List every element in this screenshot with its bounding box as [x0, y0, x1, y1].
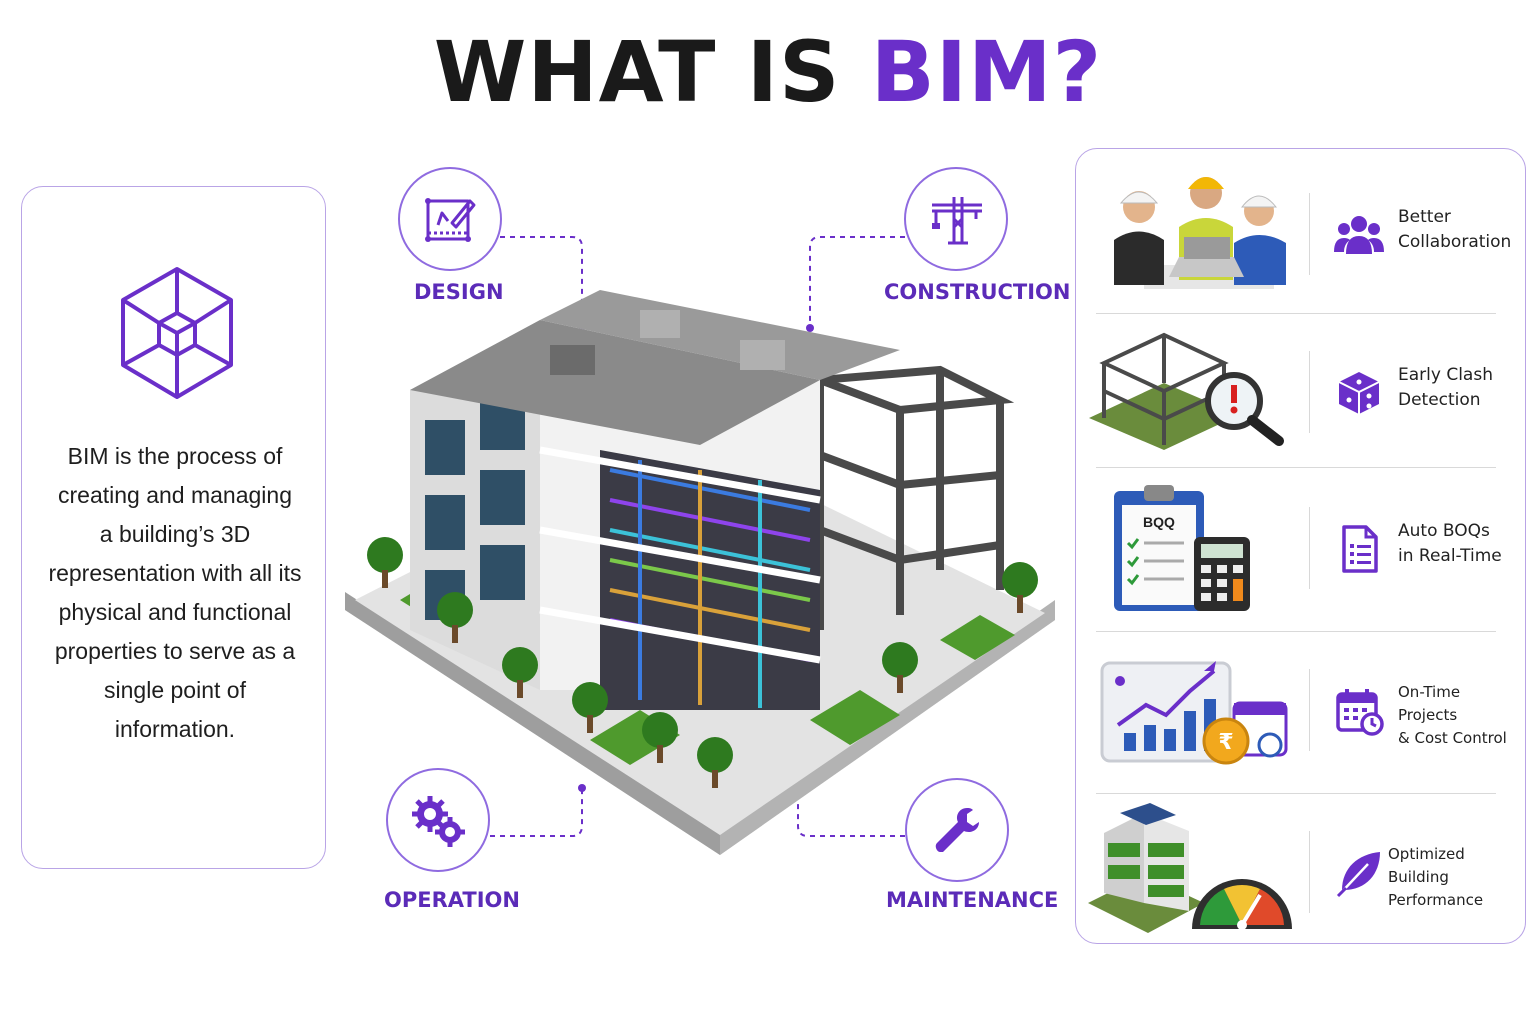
stage-label-maintenance: MAINTENANCE	[886, 888, 1059, 912]
boq-clipboard-illustration: BQQ	[1114, 485, 1250, 611]
wrench-icon	[935, 808, 979, 852]
definition-line: information.	[114, 716, 236, 742]
benefit-item: BQQ	[1076, 469, 1527, 627]
clash-detection-illustration	[1089, 332, 1284, 450]
title-prefix: WHAT IS	[433, 23, 871, 121]
stage-label-design: DESIGN	[414, 280, 504, 304]
benefit-item: Optimized Building Performance	[1076, 793, 1527, 951]
title-accent: BIM?	[870, 23, 1103, 121]
design-circle	[398, 167, 502, 271]
definition-line: BIM is the process of	[67, 443, 283, 469]
benefit-divider	[1309, 669, 1310, 751]
growth-chart-illustration: ₹	[1100, 661, 1288, 765]
benefit-divider	[1309, 507, 1310, 589]
bim-cube-icon	[121, 267, 233, 399]
benefit-line: Auto BOQs	[1398, 521, 1490, 541]
definition-card: BIM is the process of creating and manag…	[21, 186, 326, 869]
page-title: WHAT IS BIM?	[0, 30, 1536, 114]
benefit-divider	[1309, 193, 1310, 275]
benefit-line: Better	[1398, 207, 1451, 227]
benefit-item: Better Collaboration	[1076, 155, 1527, 313]
benefit-text: Auto BOQs in Real-Time	[1398, 519, 1523, 569]
definition-line: single point of	[104, 677, 246, 703]
team-icon	[1334, 216, 1384, 254]
leaf-icon	[1336, 852, 1380, 898]
stage-label-construction: CONSTRUCTION	[884, 280, 1071, 304]
benefit-item: ₹ On-Time Projects & Cost Control	[1076, 631, 1527, 789]
benefit-item: Early Clash Detection	[1076, 313, 1527, 471]
blueprint-pencil-icon	[425, 198, 476, 242]
benefit-line: Performance	[1388, 891, 1484, 909]
benefit-line: in Real-Time	[1398, 546, 1502, 566]
bim-building-illustration	[345, 290, 1055, 855]
definition-line: properties to serve as a	[54, 638, 296, 664]
calendar-icon	[1336, 689, 1384, 736]
rupee-coin-symbol: ₹	[1218, 730, 1233, 755]
benefit-line: On-Time Projects	[1398, 683, 1461, 724]
benefit-line: & Cost Control	[1398, 729, 1507, 747]
benefit-separator	[1096, 631, 1496, 632]
benefit-text: Better Collaboration	[1398, 205, 1523, 255]
crane-icon	[932, 197, 982, 245]
gears-icon	[412, 796, 465, 847]
benefit-line: Detection	[1398, 390, 1481, 410]
benefit-separator	[1096, 313, 1496, 314]
benefit-divider	[1309, 351, 1310, 433]
definition-line: creating and managing	[58, 482, 292, 508]
benefit-line: Collaboration	[1398, 232, 1512, 252]
cube-icon	[1338, 372, 1380, 414]
benefit-text: On-Time Projects & Cost Control	[1398, 681, 1523, 750]
operation-circle	[386, 768, 490, 872]
maintenance-circle	[905, 778, 1009, 882]
construction-circle	[904, 167, 1008, 271]
definition-line: a building’s 3D	[99, 521, 251, 547]
definition-line: representation with all its	[48, 560, 302, 586]
benefits-panel: Better Collaboration	[1075, 148, 1526, 944]
stage-label-operation: OPERATION	[384, 888, 520, 912]
benefit-text: Early Clash Detection	[1398, 363, 1523, 413]
definition-line: physical and functional	[58, 599, 292, 625]
benefit-separator	[1096, 793, 1496, 794]
green-building-gauge-illustration	[1088, 803, 1292, 933]
team-meeting-illustration	[1114, 177, 1286, 289]
benefit-line: Early Clash	[1398, 365, 1493, 385]
boq-clipboard-label: BQQ	[1143, 514, 1175, 530]
definition-text: BIM is the process of creating and manag…	[40, 437, 310, 749]
benefit-divider	[1309, 831, 1310, 913]
benefit-text: Optimized Building Performance	[1388, 843, 1513, 912]
benefit-line: Optimized Building	[1388, 845, 1465, 886]
document-icon	[1342, 525, 1378, 573]
benefit-separator	[1096, 467, 1496, 468]
